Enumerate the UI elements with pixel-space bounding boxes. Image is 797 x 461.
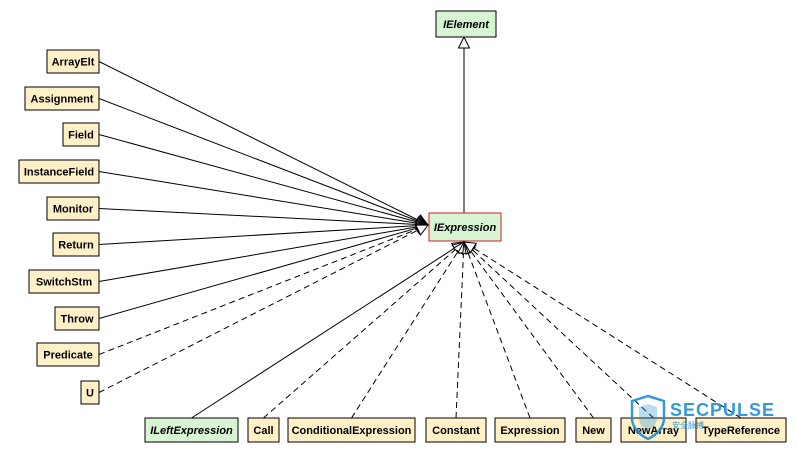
ielement-box [435,10,497,38]
ileftexpression-label: ILeftExpression [150,425,233,437]
field-edge [98,134,429,226]
u-node: U [80,380,100,405]
throw-edge [98,224,429,319]
throw-box [54,306,100,331]
call-box [247,417,280,443]
watermark: SECPULSE 安全脉搏 [630,394,775,441]
call-edge [263,241,465,419]
monitor-node: Monitor [46,196,100,221]
new-box [575,417,612,443]
return-box [52,232,100,257]
ielement-node: IElement [435,10,497,38]
new-edge [463,241,594,419]
switchstm-box [28,269,100,294]
field-label: Field [68,130,94,142]
typereference-box [695,417,787,443]
shield-icon [630,394,666,441]
iexpression-label: IExpression [434,222,497,234]
instancefield-box [18,159,100,184]
conditionalexpression-label: ConditionalExpression [292,425,412,437]
expression-box [494,417,566,443]
throw-label: Throw [61,314,94,326]
typereference-arrowhead [463,241,478,254]
newarray-edge [463,241,654,419]
watermark-subtext: 安全脉搏 [672,420,704,430]
instancefield-label: InstanceField [24,167,94,179]
typereference-edge [463,241,742,419]
assignment-node: Assignment [24,86,100,111]
u-box [80,380,100,405]
ileftexpression-node: ILeftExpression [144,417,239,443]
new-node: New [575,417,612,443]
instancefield-edge [98,171,429,226]
arrayelt-box [46,49,100,74]
edges [98,48,742,419]
u-arrowhead [414,224,429,236]
predicate-node: Predicate [36,342,100,367]
ielement-label: IElement [443,19,490,31]
monitor-label: Monitor [53,204,94,216]
switchstm-label: SwitchStm [36,277,92,289]
assignment-edge [98,98,429,226]
expression-label: Expression [500,425,560,437]
field-node: Field [62,122,100,147]
switchstm-edge [98,224,429,282]
field-box [62,122,100,147]
expression-edge [463,241,531,419]
return-edge [98,224,429,245]
predicate-edge [98,224,429,355]
conditionalexpression-node: ConditionalExpression [287,417,416,443]
predicate-label: Predicate [43,350,93,362]
arrowheads [414,35,478,256]
new-label: New [582,425,605,437]
instancefield-node: InstanceField [18,159,100,184]
throw-node: Throw [54,306,100,331]
typereference-label: TypeReference [702,425,780,437]
return-node: Return [52,232,100,257]
iexpression-box [428,212,502,242]
ileftexpression-box [144,417,239,443]
ileftexpression-edge [191,241,465,419]
conditionalexpression-edge [351,241,465,419]
arrayelt-edge [98,61,429,226]
arrayelt-label: ArrayElt [52,57,95,69]
constant-label: Constant [432,425,480,437]
call-label: Call [253,425,273,437]
call-node: Call [247,417,280,443]
predicate-box [36,342,100,367]
expression-node: Expression [494,417,566,443]
conditionalexpression-box [287,417,416,443]
watermark-text: SECPULSE [670,400,775,420]
monitor-edge [98,208,429,226]
constant-box [425,417,487,443]
ielement-arrowhead [457,35,471,49]
assignment-box [24,86,100,111]
constant-node: Constant [425,417,487,443]
typereference-node: TypeReference [695,417,787,443]
monitor-box [46,196,100,221]
arrayelt-node: ArrayElt [46,49,100,74]
constant-edge [455,241,465,419]
return-label: Return [58,240,94,252]
switchstm-node: SwitchStm [28,269,100,294]
u-edge [98,224,429,393]
assignment-label: Assignment [31,94,94,106]
iexpression-node: IExpression [428,212,502,242]
u-label: U [86,388,94,400]
